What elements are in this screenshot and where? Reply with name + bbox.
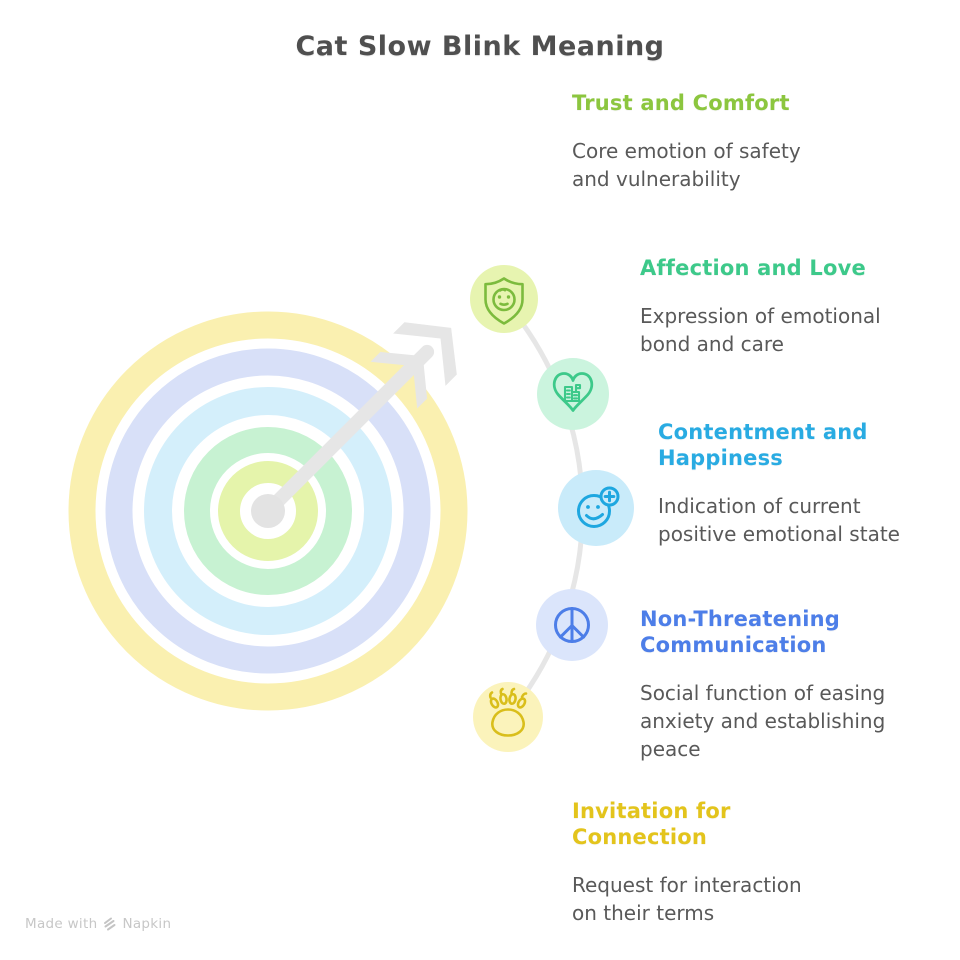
item-trust-and-comfort: Trust and Comfort Core emotion of safety…	[572, 90, 882, 193]
item-description: Indication of current positive emotional…	[658, 494, 900, 546]
item-description: Expression of emotional bond and care	[640, 304, 881, 356]
heart-building-icon	[537, 358, 609, 430]
item-heading: Non-Threatening Communication	[640, 607, 841, 657]
item-contentment-and-happiness: Contentment and Happiness Indication of …	[658, 419, 960, 548]
made-with-napkin: Made with Napkin	[25, 916, 171, 932]
item-invitation-for-connection: Invitation for Connection Request for in…	[572, 798, 882, 927]
peace-icon	[536, 589, 608, 661]
brand-label: Napkin	[122, 916, 172, 932]
smiley-plus-icon	[558, 470, 634, 546]
item-heading: Affection and Love	[640, 256, 866, 280]
arrow-icon	[251, 322, 457, 528]
item-heading: Invitation for Connection	[572, 799, 731, 849]
paw-icon	[473, 682, 543, 752]
item-description: Social function of easing anxiety and es…	[640, 681, 886, 761]
target-graphic	[68, 311, 468, 711]
item-description: Core emotion of safety and vulnerability	[572, 139, 801, 191]
shield-smile-icon	[470, 265, 538, 333]
made-with-label: Made with	[25, 916, 98, 932]
item-description: Request for interaction on their terms	[572, 873, 802, 925]
item-affection-and-love: Affection and Love Expression of emotion…	[640, 255, 950, 358]
item-heading: Contentment and Happiness	[658, 420, 868, 470]
napkin-logo-icon	[104, 917, 116, 931]
item-non-threatening-communication: Non-Threatening Communication Social fun…	[640, 606, 950, 763]
item-heading: Trust and Comfort	[572, 91, 790, 115]
page-title: Cat Slow Blink Meaning	[295, 31, 665, 62]
